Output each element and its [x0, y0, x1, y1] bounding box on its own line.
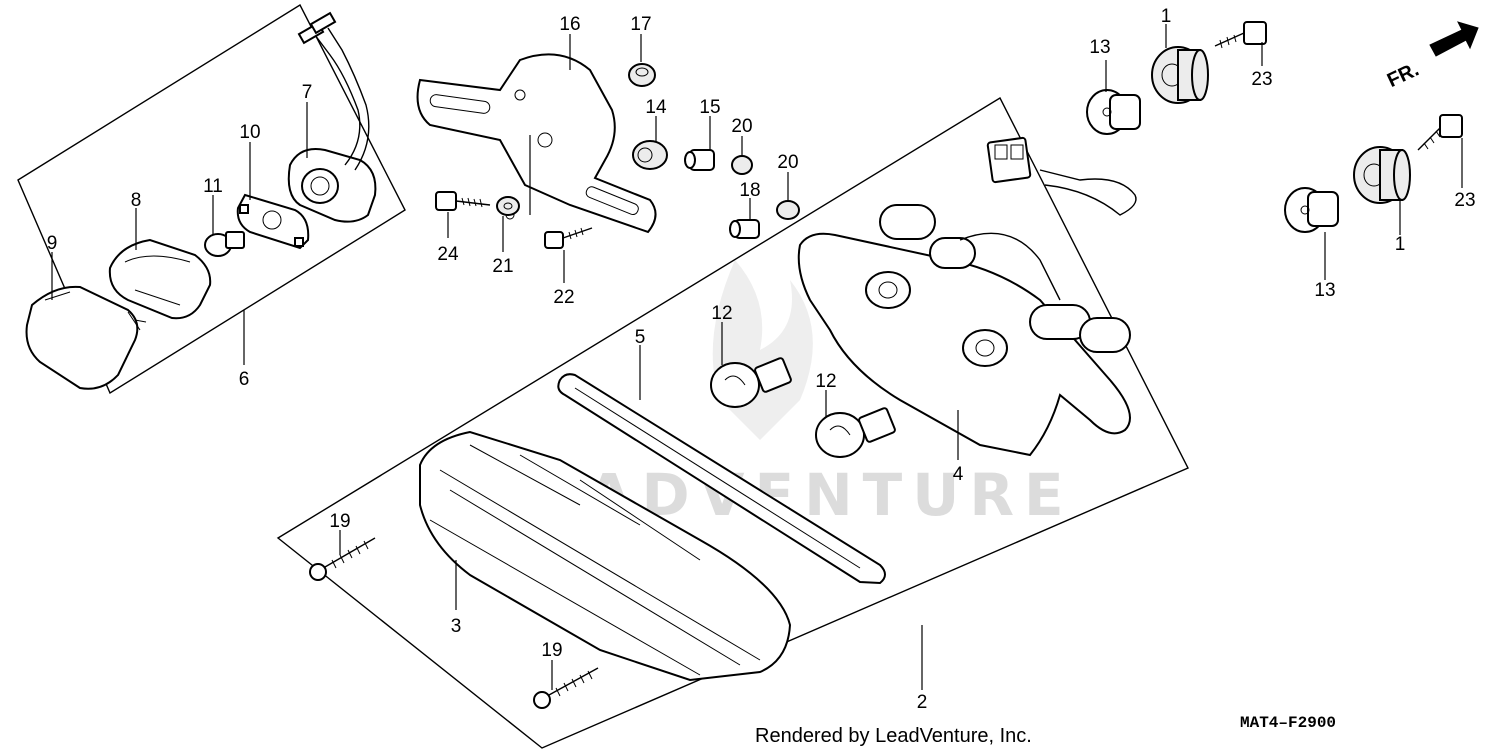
callout-labels: 1 1 2 3 4 5 6 7 8 9 10 11 12 12 13 13 14… [47, 6, 1476, 713]
bulb-12-lower [815, 407, 896, 458]
bolt-22 [544, 227, 593, 249]
collar-15 [684, 149, 715, 171]
bolt-24 [435, 191, 491, 211]
callout-12-lower: 12 [815, 371, 836, 392]
nut-20-lower [776, 200, 800, 220]
callout-1-upper: 1 [1161, 6, 1172, 27]
callout-9: 9 [47, 233, 58, 254]
callout-13-lower: 13 [1314, 280, 1335, 301]
callout-2: 2 [917, 692, 928, 713]
callout-10: 10 [239, 122, 260, 143]
callout-23-upper: 23 [1251, 69, 1272, 90]
collar-13-lower [1284, 187, 1339, 233]
callout-6: 6 [239, 369, 250, 390]
license-socket-plate-10 [236, 193, 310, 250]
callout-23-lower: 23 [1454, 190, 1475, 211]
license-bulb-11 [204, 231, 245, 257]
assembly-outline-2 [276, 97, 1189, 749]
bolt-23-upper [1214, 21, 1267, 49]
callout-17: 17 [630, 14, 651, 35]
tail-light-housing-4 [797, 136, 1137, 457]
rubber-mount-1-lower [1353, 146, 1411, 204]
collar-18 [729, 219, 760, 239]
callout-7: 7 [302, 82, 313, 103]
license-socket-7 [287, 11, 377, 223]
leader-lines [51, 24, 1463, 690]
callout-19-upper: 19 [329, 511, 350, 532]
nut-20-upper [731, 155, 753, 175]
callout-5: 5 [635, 327, 646, 348]
lens-gasket-5 [557, 373, 886, 585]
callout-20-upper: 20 [731, 116, 752, 137]
rendered-by-credit: Rendered by LeadVenture, Inc. [755, 725, 1032, 747]
callout-12-upper: 12 [711, 303, 732, 324]
callout-3: 3 [451, 616, 462, 637]
callout-24: 24 [437, 244, 459, 265]
grommet-14 [632, 140, 668, 170]
front-direction-arrow: FR. [1384, 21, 1479, 92]
license-lens-9 [25, 285, 147, 390]
callout-20-lower: 20 [777, 152, 798, 173]
license-cover-8 [108, 238, 212, 320]
callout-1-lower: 1 [1395, 234, 1406, 255]
callout-13-upper: 13 [1089, 37, 1110, 58]
callout-4: 4 [953, 464, 964, 485]
license-bracket-16 [416, 53, 657, 234]
screw-19-lower [533, 667, 599, 709]
collar-13-upper [1086, 89, 1141, 135]
grommet-17 [628, 63, 656, 87]
callout-15: 15 [699, 97, 720, 118]
direction-label: FR. [1384, 58, 1422, 92]
rubber-mount-1-upper [1151, 46, 1209, 104]
callout-19-lower: 19 [541, 640, 562, 661]
bolt-23-lower [1417, 114, 1463, 151]
tail-light-lens-3 [419, 430, 792, 682]
callout-14: 14 [645, 97, 667, 118]
callout-16: 16 [559, 14, 580, 35]
callout-8: 8 [131, 190, 142, 211]
diagram-code: MAT4–F2900 [1240, 714, 1336, 732]
callout-21: 21 [492, 256, 513, 277]
screw-19-upper [309, 537, 376, 581]
washer-21 [496, 196, 520, 216]
callout-18: 18 [739, 180, 760, 201]
bulb-12-upper [710, 357, 792, 408]
callout-11: 11 [203, 176, 223, 197]
callout-22: 22 [553, 287, 574, 308]
